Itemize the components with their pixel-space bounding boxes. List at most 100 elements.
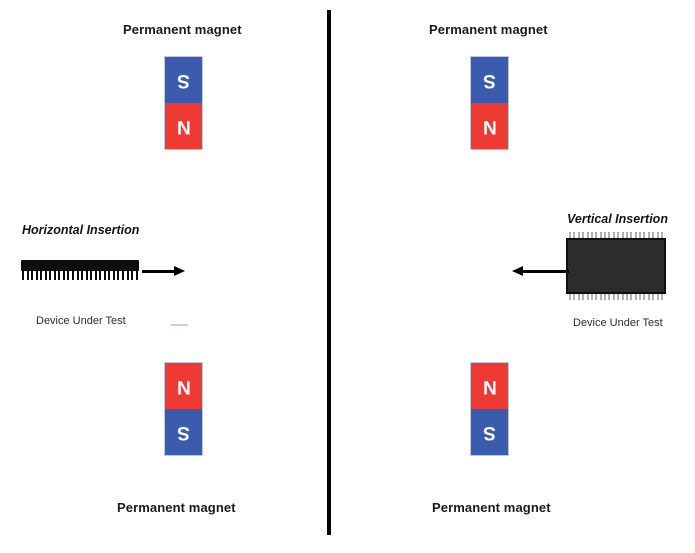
ic-pin (122, 271, 125, 280)
ic-pin (590, 232, 593, 238)
ic-pin (625, 232, 628, 238)
right-bottom-heading: Permanent magnet (432, 500, 551, 515)
ic-pin (577, 232, 580, 238)
ic-pin (582, 294, 585, 300)
ic-pin (76, 271, 79, 280)
horizontal-insertion-arrow (142, 265, 187, 277)
ic-pin (634, 232, 637, 238)
ic-pin (612, 294, 615, 300)
ic-pin (656, 232, 659, 238)
ic-pin (62, 271, 65, 280)
vertical-insertion-label: Vertical Insertion (567, 212, 668, 226)
ic-pin (656, 294, 659, 300)
ic-pin (85, 271, 88, 280)
underline-artifact (171, 324, 188, 326)
ic-pin (599, 232, 602, 238)
arrow-head (174, 266, 185, 276)
ic-pin (643, 294, 646, 300)
ic-pin (652, 232, 655, 238)
right-top-magnet-south-pole: S (471, 57, 508, 103)
ic-pin (573, 232, 576, 238)
left-dut-label: Device Under Test (36, 315, 126, 327)
vertical-dut-chip (566, 232, 666, 300)
ic-pin (608, 294, 611, 300)
ic-pin (586, 232, 589, 238)
left-panel: Permanent magnet S N Horizontal Insertio… (0, 0, 327, 553)
ic-pin (604, 294, 606, 300)
pole-letter-n: N (176, 115, 191, 137)
ic-pin (617, 232, 620, 238)
ic-pin (31, 271, 34, 280)
arrow-shaft (142, 270, 176, 273)
ic-pin (582, 232, 585, 238)
ic-pin (586, 294, 589, 300)
ic-pin (103, 271, 106, 280)
horizontal-dut-chip (21, 260, 139, 280)
ic-pin (577, 294, 580, 300)
ic-pin (647, 232, 650, 238)
ic-pin (647, 294, 650, 300)
ic-pin (639, 294, 641, 300)
ic-pin (26, 271, 29, 280)
ic-side-pin-row (21, 271, 139, 280)
pole-letter-s: S (177, 69, 190, 91)
ic-pin (81, 271, 84, 280)
ic-pin (639, 232, 641, 238)
ic-pin (90, 271, 93, 280)
ic-pin (108, 271, 111, 280)
ic-pin (112, 271, 115, 280)
ic-pin (72, 271, 75, 280)
pole-letter-n: N (176, 375, 191, 397)
pole-letter-s: S (483, 69, 496, 91)
ic-pin (53, 271, 56, 280)
ic-pin (58, 271, 61, 280)
right-dut-label: Device Under Test (573, 317, 663, 329)
ic-pin (126, 271, 129, 280)
ic-pin (595, 232, 598, 238)
ic-pin (621, 294, 624, 300)
ic-pin (569, 232, 571, 238)
ic-pin (44, 271, 47, 280)
pole-letter-s: S (483, 421, 496, 443)
ic-pin (590, 294, 593, 300)
ic-pin (625, 294, 628, 300)
ic-top-pin-row-upper (566, 232, 666, 238)
ic-pin (621, 232, 624, 238)
left-bottom-magnet: N S (165, 363, 202, 455)
ic-pin (643, 232, 646, 238)
ic-pin (612, 232, 615, 238)
right-panel: Permanent magnet S N Vertical Insertion (331, 0, 695, 553)
ic-side-body (21, 260, 139, 271)
ic-pin (99, 271, 102, 280)
ic-pin (660, 294, 663, 300)
right-top-heading: Permanent magnet (429, 22, 548, 37)
arrow-head (512, 266, 523, 276)
panel-divider (327, 10, 331, 535)
ic-pin (617, 294, 620, 300)
horizontal-insertion-label: Horizontal Insertion (22, 223, 140, 237)
ic-top-body (566, 238, 666, 294)
ic-pin (67, 271, 70, 280)
ic-pin (131, 271, 134, 280)
ic-pin (630, 232, 633, 238)
ic-pin (660, 232, 663, 238)
left-top-magnet-north-pole: N (165, 103, 202, 149)
right-bottom-magnet-south-pole: S (471, 409, 508, 455)
left-bottom-magnet-south-pole: S (165, 409, 202, 455)
right-top-magnet: S N (471, 57, 508, 149)
ic-pin (634, 294, 637, 300)
vertical-insertion-arrow (512, 265, 569, 277)
left-top-magnet: S N (165, 57, 202, 149)
left-top-magnet-south-pole: S (165, 57, 202, 103)
ic-top-pin-row-lower (566, 294, 666, 300)
ic-pin (599, 294, 602, 300)
ic-pin (94, 271, 97, 280)
ic-pin (604, 232, 606, 238)
ic-pin (595, 294, 598, 300)
ic-pin (117, 271, 120, 280)
arrow-shaft (523, 270, 569, 273)
ic-pin (135, 271, 138, 280)
right-top-magnet-north-pole: N (471, 103, 508, 149)
ic-pin (652, 294, 655, 300)
